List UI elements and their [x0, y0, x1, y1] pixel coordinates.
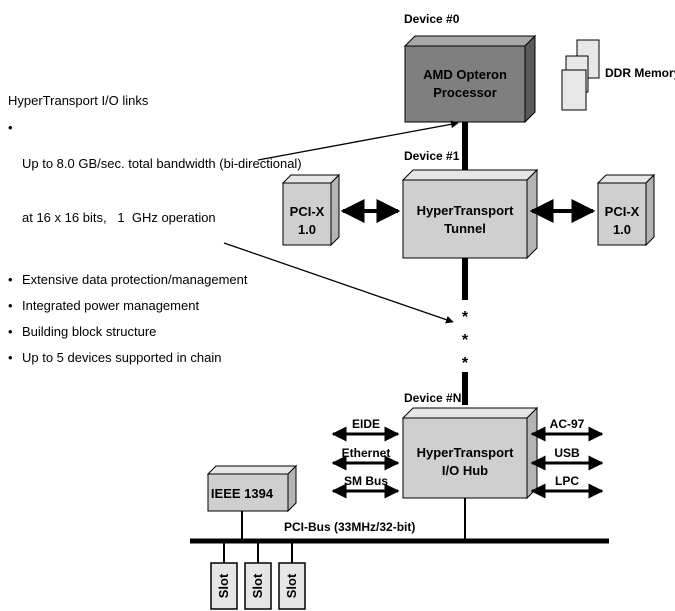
hub-link-right-label: USB — [554, 446, 580, 460]
device-1-label: Device #1 — [404, 149, 460, 163]
callout-arrow-bandwidth — [257, 120, 459, 161]
callout-arrow-chain — [223, 242, 454, 324]
pci-slot: Slot — [278, 543, 306, 610]
memory-label: DDR Memory — [605, 66, 675, 80]
cpu-box: AMD Opteron Processor — [403, 34, 537, 124]
feature-item: • Extensive data protection/management — [8, 271, 338, 289]
cpu-box-top — [403, 35, 537, 47]
pci-slot: Slot — [244, 543, 272, 610]
ellipsis-mark: * — [462, 332, 469, 349]
ieee-1394-box: IEEE 1394 — [206, 464, 298, 513]
feature-item: • Integrated power management — [8, 297, 338, 315]
pci-bus-label: PCI-Bus (33MHz/32-bit) — [284, 520, 415, 534]
feature-text: Up to 8.0 GB/sec. total bandwidth (bi-di… — [22, 156, 302, 171]
tunnel-box: HyperTransport Tunnel — [401, 168, 539, 260]
hub-link-right-label: AC-97 — [550, 417, 585, 431]
io-hub-box: HyperTransport I/O Hub — [401, 406, 539, 500]
feature-text-continued: at 16 x 16 bits, 1 GHz operation — [22, 210, 216, 225]
slot-label: Slot — [216, 573, 231, 598]
tunnel-label-line2: Tunnel — [444, 221, 486, 236]
pcix-right-label-line2: 1.0 — [613, 222, 631, 237]
bullet-mark: • — [8, 350, 13, 365]
tunnel-label-line1: HyperTransport — [417, 203, 514, 218]
device-0-label: Device #0 — [404, 12, 460, 26]
bullet-mark: • — [8, 298, 13, 313]
slot-label: Slot — [284, 573, 299, 598]
pcix-left-label-line2: 1.0 — [298, 222, 316, 237]
slot-label: Slot — [250, 573, 265, 598]
hub-link-right-label: LPC — [555, 474, 579, 488]
pcix-right-label-line1: PCI-X — [605, 204, 640, 219]
pcix-left-label-line1: PCI-X — [290, 204, 325, 219]
hub-link-left-label: SM Bus — [344, 474, 388, 488]
ieee-label: IEEE 1394 — [211, 486, 274, 501]
feature-item: • Building block structure — [8, 323, 338, 341]
ellipsis-mark: * — [462, 355, 469, 372]
feature-text: Building block structure — [22, 324, 157, 339]
hub-link-left-label: Ethernet — [342, 446, 391, 460]
pci-slot: Slot — [210, 543, 238, 610]
cpu-label-line2: Processor — [433, 85, 497, 100]
feature-item: • Up to 8.0 GB/sec. total bandwidth (bi-… — [8, 119, 338, 263]
hub-label-line1: HyperTransport — [417, 445, 514, 460]
cpu-box-front — [404, 45, 526, 123]
cpu-label-line1: AMD Opteron — [423, 67, 507, 82]
feature-list-title: HyperTransport I/O links — [8, 93, 149, 108]
cpu-box-side — [524, 34, 536, 124]
bullet-mark: • — [8, 272, 13, 287]
ellipsis-mark: * — [462, 309, 469, 326]
pcix-right-box: PCI-X 1.0 — [596, 173, 656, 247]
bullet-mark: • — [8, 120, 13, 135]
feature-item: • Up to 5 devices supported in chain — [8, 349, 338, 367]
bullet-mark: • — [8, 324, 13, 339]
feature-text: Extensive data protection/management — [22, 272, 248, 287]
hub-label-line2: I/O Hub — [442, 463, 488, 478]
feature-text: Integrated power management — [22, 298, 200, 313]
feature-list: HyperTransport I/O links • Up to 8.0 GB/… — [8, 92, 338, 375]
device-n-label: Device #N — [404, 391, 461, 405]
ddr-memory-icon — [561, 39, 600, 111]
hub-link-left-label: EIDE — [352, 417, 380, 431]
pcix-left-box: PCI-X 1.0 — [281, 173, 341, 247]
feature-text: Up to 5 devices supported in chain — [22, 350, 222, 365]
